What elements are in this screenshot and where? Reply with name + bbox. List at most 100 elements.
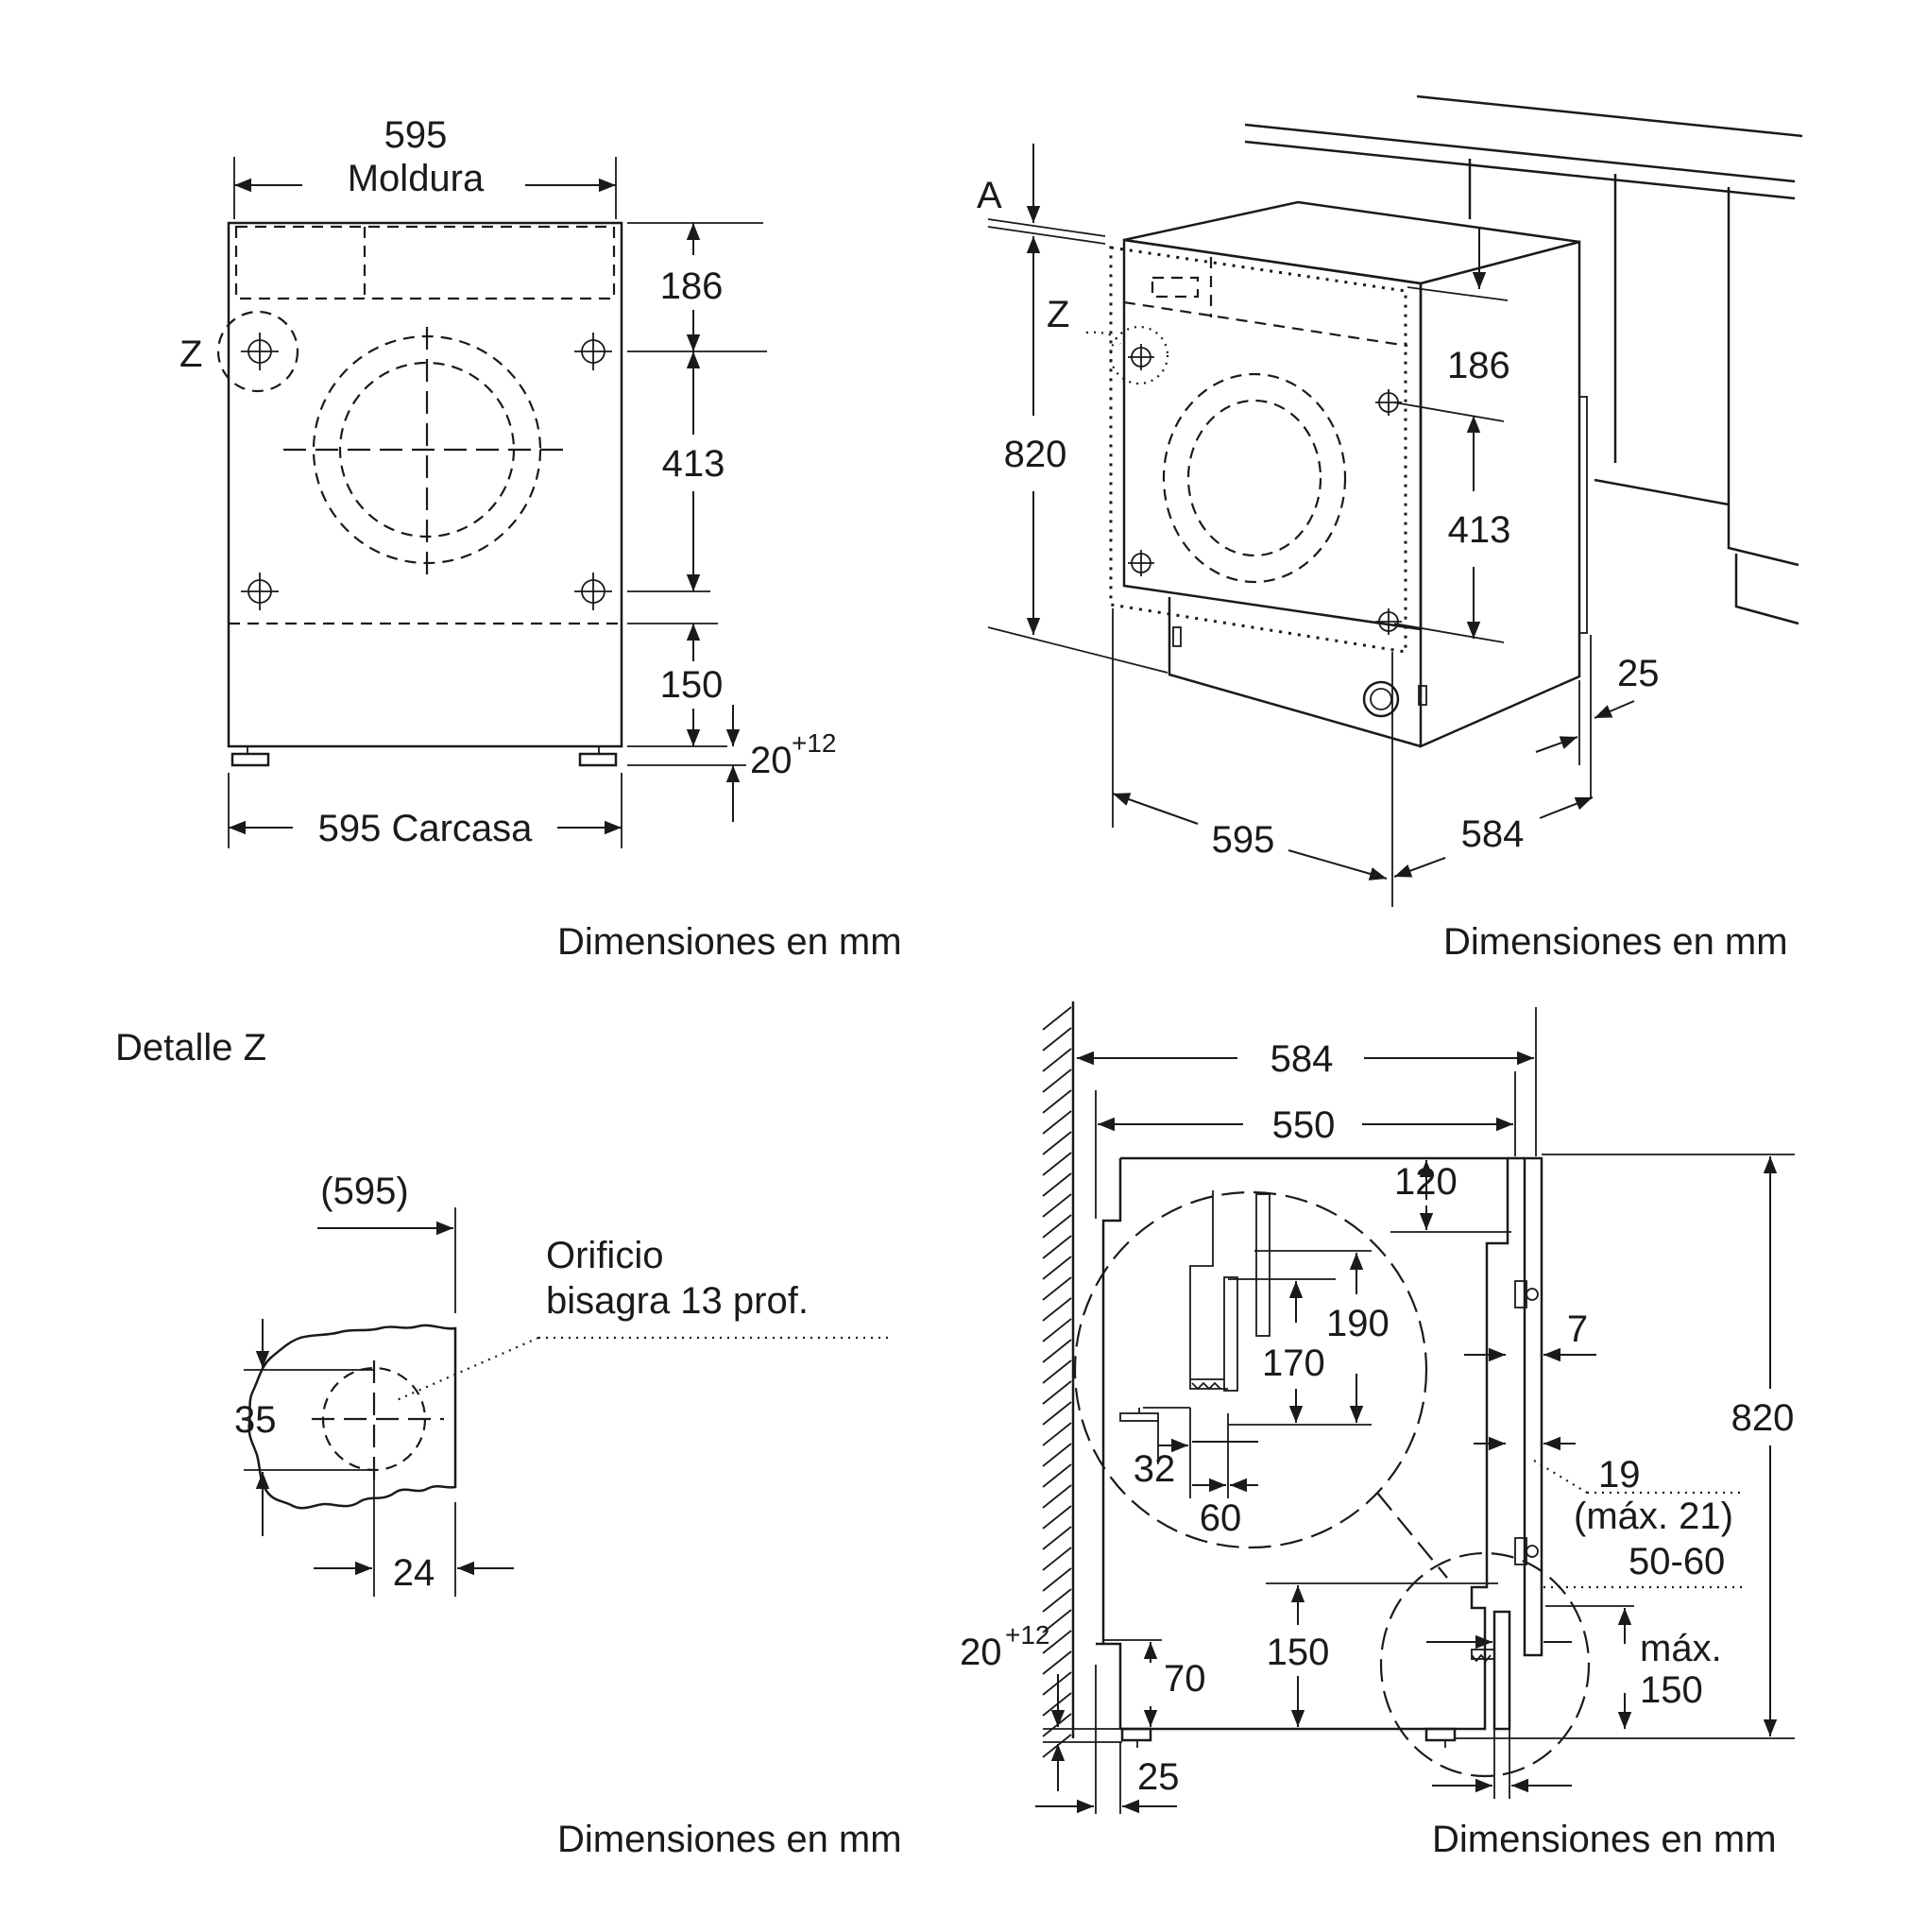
front-top-frame [234,225,616,300]
perspective-top-face [1123,200,1580,285]
side-hinge-170: 170 [1262,1342,1325,1384]
wall-hatch-line [1042,1256,1072,1280]
front-height-bottom: 150 [660,664,724,706]
wall-hatch-line [1042,1193,1072,1218]
wall-hatch-line [1042,1526,1072,1550]
perspective-pump [1362,680,1400,718]
side-machine-outline [1120,1156,1509,1731]
wall-hatch-line [1042,1484,1072,1509]
side-body-depth: 550 [1272,1104,1336,1146]
perspective-height-mid: 413 [1448,509,1511,551]
perspective-side-face [1419,240,1581,748]
wall-hatch-line [1042,1297,1072,1322]
perspective-marker-a: A [977,175,1002,216]
side-max-value: 150 [1640,1669,1703,1711]
front-height-top: 186 [660,265,724,307]
front-housing [227,221,623,748]
front-hinge-hole-br [574,573,612,610]
side-view: 584 550 120 190 170 32 60 7 [960,1001,1795,1860]
side-foot-back [1424,1727,1457,1742]
wall-hatch-line [1042,1110,1072,1135]
side-hinge-190: 190 [1326,1303,1390,1344]
side-detail-circle-lower [1379,1551,1591,1778]
wall-hatch-line [1042,1463,1072,1488]
perspective-front-face [1122,238,1423,631]
wall-hatch-line [1042,1214,1072,1239]
perspective-depth: 584 [1461,813,1525,855]
detail-z-hole-label-2: bisagra 13 prof. [546,1280,809,1322]
wall-hatch-line [1042,1048,1072,1072]
wall-hatch-line [1042,1609,1072,1633]
side-foot-25: 25 [1137,1756,1180,1798]
front-foot-right [578,752,618,767]
detail-z-vertical: 35 [234,1399,277,1441]
detail-z-title: Detalle Z [115,1027,266,1069]
front-detail-z-circle [216,310,299,393]
detail-z-view: Detalle Z (595) Orificio bisagra 13 prof… [115,1027,902,1860]
side-door-max: (máx. 21) [1574,1496,1733,1537]
side-door-19: 19 [1598,1454,1641,1496]
wall-hatch-line [1042,1422,1072,1446]
wall-hatch-line [1042,1235,1072,1259]
side-door-panel [1523,1156,1543,1657]
side-top-gap: 120 [1394,1161,1458,1203]
wall-hatch-line [1042,1547,1072,1571]
wall-hatch-line [1042,1131,1072,1155]
side-bottom-150: 150 [1267,1632,1330,1673]
side-range-50-60: 50-60 [1629,1541,1725,1582]
perspective-marker-z: Z [1047,294,1069,335]
wall-hatch-line [1042,1588,1072,1613]
detail-z-caption: Dimensiones en mm [557,1819,902,1860]
side-height-820: 820 [1731,1397,1795,1439]
front-view: 595 Moldura 186 413 150 20 +12 595 Carca… [179,114,902,963]
wall-hatch-line [1042,1630,1072,1654]
wall-hatch-line [1042,1339,1072,1363]
perspective-width: 595 [1212,819,1275,861]
perspective-height-top: 186 [1447,345,1510,386]
side-total-depth: 584 [1270,1038,1334,1080]
wall-hatch-line [1042,1380,1072,1405]
perspective-detail-z-circle [1109,325,1169,385]
detail-z-hole-label-1: Orificio [546,1235,663,1276]
side-feet-sup: +12 [1005,1620,1050,1650]
perspective-moldura-outline [1109,246,1407,654]
front-bottom-width: 595 Carcasa [318,808,534,849]
front-hinge-hole-tr [574,333,612,370]
wall-hatch-line [1042,1567,1072,1592]
front-detail-marker: Z [179,333,202,375]
perspective-door-inner [1186,399,1322,557]
front-foot-left [230,752,270,767]
side-offset-60: 60 [1200,1497,1242,1539]
wall-hatch-line [1042,1276,1072,1301]
perspective-caption: Dimensiones en mm [1443,921,1788,963]
front-feet-sup: +12 [792,728,837,758]
front-hinge-hole-tl [241,333,279,370]
side-offset-32: 32 [1134,1448,1176,1490]
side-max-label: máx. [1640,1628,1722,1669]
wall-hatch-line [1042,1172,1072,1197]
detail-z-torn-shape [247,1324,457,1510]
wall-hatch-line [1042,1359,1072,1384]
side-feet-base: 20 [960,1632,1002,1673]
wall-hatch-line [1042,1505,1072,1530]
side-gap-7: 7 [1567,1308,1588,1350]
side-bottom-70: 70 [1164,1658,1206,1700]
perspective-height: 820 [1004,434,1067,475]
wall-hatch-line [1042,1443,1072,1467]
wall-hatch-line [1042,1006,1072,1031]
detail-z-ref-width: (595) [320,1171,408,1212]
front-height-mid: 413 [662,443,725,485]
side-caption: Dimensiones en mm [1432,1819,1777,1860]
wall-hatch-line [1042,1027,1072,1051]
wall-hatch-line [1042,1089,1072,1114]
front-feet-base: 20 [750,740,793,781]
perspective-depth-offset: 25 [1617,653,1660,694]
front-top-width: 595 [384,114,448,156]
perspective-door-outer [1162,372,1347,584]
side-foot-front [1120,1727,1152,1742]
wall-hatch-line [1042,1401,1072,1426]
wall-hatch-line [1042,1152,1072,1176]
detail-z-horizontal: 24 [393,1552,435,1594]
front-top-width-label: Moldura [348,158,485,199]
